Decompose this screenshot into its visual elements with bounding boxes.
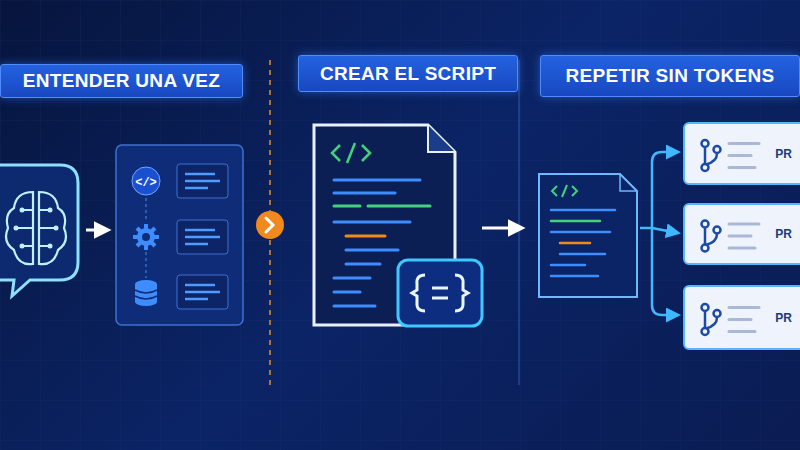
- branch-icon: [685, 205, 765, 267]
- stage-header: REPETIR SIN TOKENS: [540, 55, 800, 97]
- pr-card: PR: [683, 122, 800, 185]
- stage-header: ENTENDER UNA VEZ: [0, 64, 243, 98]
- branch-icon: [685, 124, 765, 187]
- pr-label: PR: [775, 147, 792, 161]
- stage-header: CREAR EL SCRIPT: [298, 55, 518, 92]
- pr-label: PR: [775, 311, 792, 325]
- pr-card: PR: [683, 285, 800, 350]
- stage-title: REPETIR SIN TOKENS: [566, 65, 775, 87]
- stage-title: ENTENDER UNA VEZ: [23, 70, 220, 92]
- stage-title: CREAR EL SCRIPT: [320, 63, 496, 85]
- branch-icon: [685, 287, 765, 352]
- code-icon: </>: [135, 176, 157, 190]
- pr-label: PR: [775, 227, 792, 241]
- pr-card: PR: [683, 203, 800, 265]
